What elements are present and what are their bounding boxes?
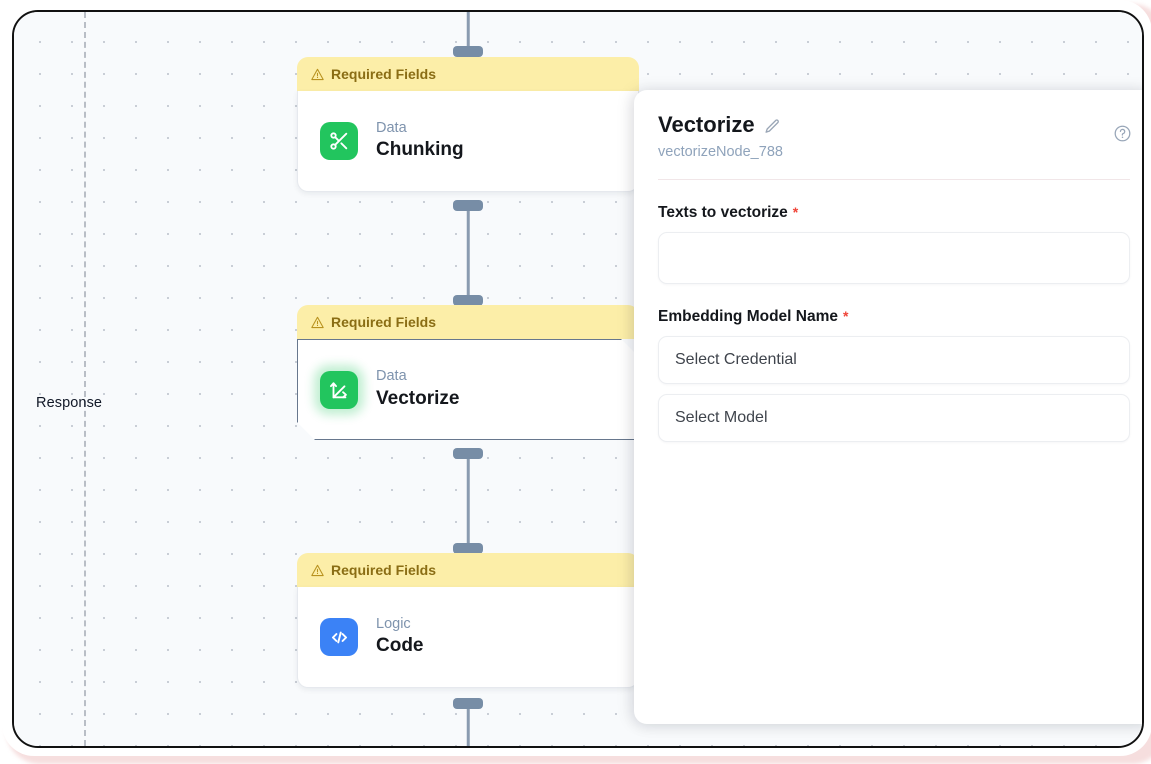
select-model-value: Select Model bbox=[675, 409, 768, 427]
code-brackets-icon bbox=[320, 618, 358, 656]
select-credential-value: Select Credential bbox=[675, 351, 797, 369]
node-code-text: Logic Code bbox=[376, 616, 424, 658]
vector-axes-icon bbox=[320, 371, 358, 409]
node-code-warning-banner: Required Fields bbox=[297, 553, 639, 587]
node-vectorize-category: Data bbox=[376, 368, 407, 385]
node-chunking-title: Chunking bbox=[376, 139, 464, 161]
select-model-dropdown[interactable]: Select Model bbox=[658, 394, 1130, 443]
field-texts-to-vectorize-label-text: Texts to vectorize bbox=[658, 204, 788, 222]
field-embedding-model-name-label: Embedding Model Name * bbox=[658, 308, 1130, 326]
warning-triangle-icon bbox=[311, 68, 324, 80]
required-marker: * bbox=[792, 204, 799, 221]
connector-handle-vectorize-out[interactable] bbox=[453, 448, 483, 459]
connector-line-chunking-vectorize bbox=[466, 204, 470, 304]
connector-handle-chunking-in[interactable] bbox=[453, 46, 483, 57]
required-marker: * bbox=[843, 308, 849, 325]
connector-handle-chunking-out[interactable] bbox=[453, 200, 483, 211]
panel-title: Vectorize bbox=[658, 112, 755, 137]
connector-line-vectorize-code bbox=[466, 452, 470, 552]
node-code-banner-label: Required Fields bbox=[331, 562, 437, 578]
warning-triangle-icon bbox=[311, 316, 324, 328]
connector-line-top bbox=[466, 12, 470, 48]
node-code[interactable]: Required Fields Logic Code bbox=[297, 553, 639, 688]
scissors-chunking-icon bbox=[320, 122, 358, 160]
texts-to-vectorize-input[interactable] bbox=[658, 232, 1130, 285]
pencil-icon[interactable] bbox=[764, 118, 781, 135]
response-lane-divider bbox=[84, 12, 86, 746]
node-code-title: Code bbox=[376, 635, 424, 657]
node-chunking-body[interactable]: Data Chunking bbox=[297, 91, 639, 192]
field-embedding-model-name: Embedding Model Name * Select Credential… bbox=[658, 308, 1130, 443]
connector-handle-code-out[interactable] bbox=[453, 698, 483, 709]
node-code-category: Logic bbox=[376, 615, 411, 632]
panel-header: Vectorize vectorizeNode_788 bbox=[658, 90, 1132, 161]
field-texts-to-vectorize-label: Texts to vectorize * bbox=[658, 204, 1130, 222]
question-circle-icon[interactable] bbox=[1113, 124, 1132, 143]
field-embedding-model-name-label-text: Embedding Model Name bbox=[658, 308, 838, 326]
node-vectorize-body[interactable]: Data Vectorize bbox=[297, 339, 639, 440]
node-chunking[interactable]: Required Fields Data Chunking bbox=[297, 57, 639, 192]
node-vectorize-text: Data Vectorize bbox=[376, 368, 459, 410]
node-chunking-text: Data Chunking bbox=[376, 120, 464, 162]
node-vectorize-title: Vectorize bbox=[376, 387, 460, 409]
node-vectorize[interactable]: Required Fields Data Vectorize bbox=[297, 305, 639, 440]
connector-handle-code-in[interactable] bbox=[453, 543, 483, 554]
connector-line-bottom bbox=[466, 702, 470, 746]
workflow-canvas-frame: Response Required Fields bbox=[12, 10, 1144, 748]
node-chunking-warning-banner: Required Fields bbox=[297, 57, 639, 91]
node-chunking-banner-label: Required Fields bbox=[331, 66, 437, 82]
node-vectorize-banner-label: Required Fields bbox=[331, 314, 437, 330]
panel-title-row: Vectorize bbox=[658, 112, 1130, 137]
node-code-body[interactable]: Logic Code bbox=[297, 587, 639, 688]
panel-divider bbox=[658, 179, 1130, 181]
connector-handle-vectorize-in[interactable] bbox=[453, 295, 483, 306]
response-lane-label: Response bbox=[36, 395, 103, 411]
select-credential-dropdown[interactable]: Select Credential bbox=[658, 336, 1130, 385]
panel-node-id: vectorizeNode_788 bbox=[658, 144, 783, 161]
field-texts-to-vectorize: Texts to vectorize * bbox=[658, 204, 1130, 285]
warning-triangle-icon bbox=[311, 564, 324, 576]
node-properties-panel: Vectorize vectorizeNode_788 Texts to vec… bbox=[634, 90, 1142, 724]
node-chunking-category: Data bbox=[376, 119, 407, 136]
node-vectorize-warning-banner: Required Fields bbox=[297, 305, 639, 339]
